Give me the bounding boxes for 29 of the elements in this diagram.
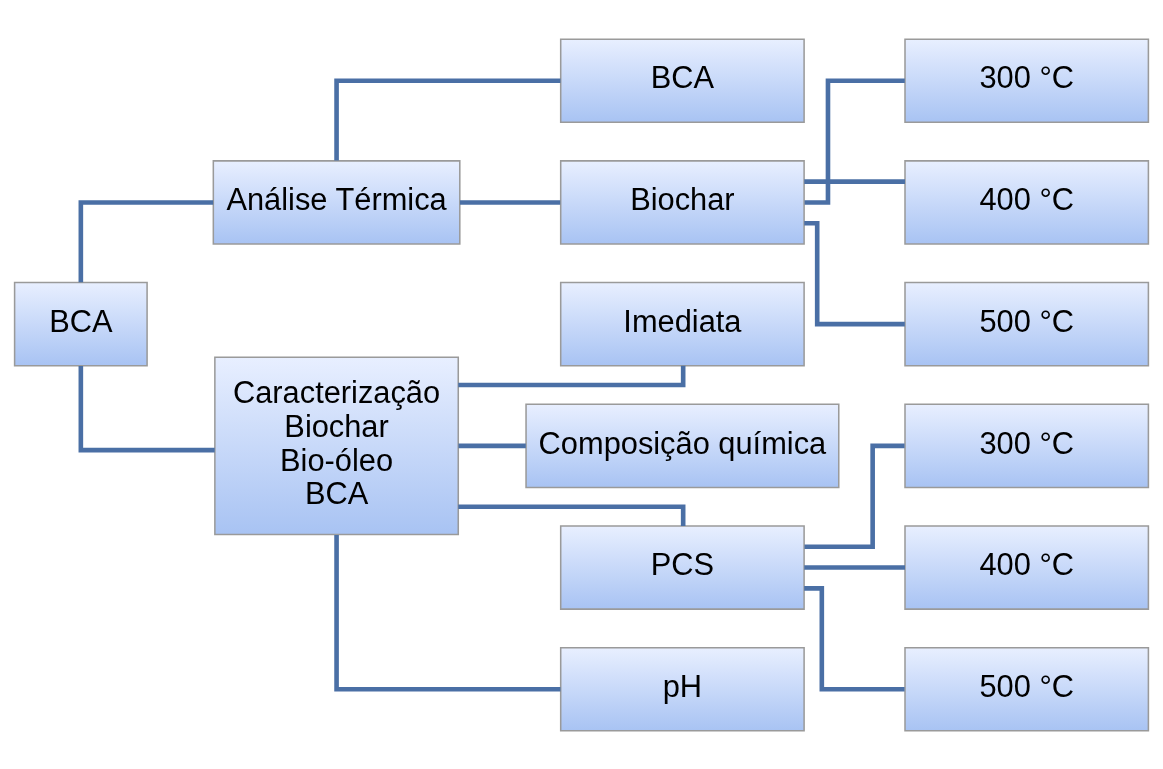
node-box: pH — [559, 646, 805, 732]
connector — [804, 220, 905, 326]
connector — [804, 443, 905, 549]
node-box: PCS — [559, 524, 805, 610]
node-box: BCA — [559, 37, 805, 123]
connector — [804, 564, 905, 570]
node-box: Biochar — [559, 159, 805, 245]
connector — [458, 365, 686, 387]
node-box: 400 °C — [904, 524, 1150, 610]
connector — [458, 443, 526, 448]
connector — [804, 178, 905, 184]
connector — [78, 365, 215, 452]
connector — [334, 534, 561, 692]
connector — [334, 77, 561, 161]
connector — [458, 503, 686, 526]
node-box: Análise Térmica — [212, 159, 461, 245]
node-box: 300 °C — [904, 37, 1150, 123]
node-box: 500 °C — [904, 646, 1150, 732]
node-box: BCA — [13, 281, 148, 366]
node-box: 400 °C — [904, 159, 1150, 245]
node-box: 300 °C — [904, 403, 1150, 488]
node-box: Imediata — [559, 281, 805, 366]
node-box: Caracterização Biochar Bio-óleo BCA — [214, 356, 460, 535]
connector — [459, 199, 561, 205]
connector — [804, 77, 905, 205]
node-box: Composição química — [525, 403, 840, 488]
node-box: 500 °C — [904, 281, 1150, 366]
connector — [78, 199, 214, 282]
connector — [804, 585, 905, 692]
